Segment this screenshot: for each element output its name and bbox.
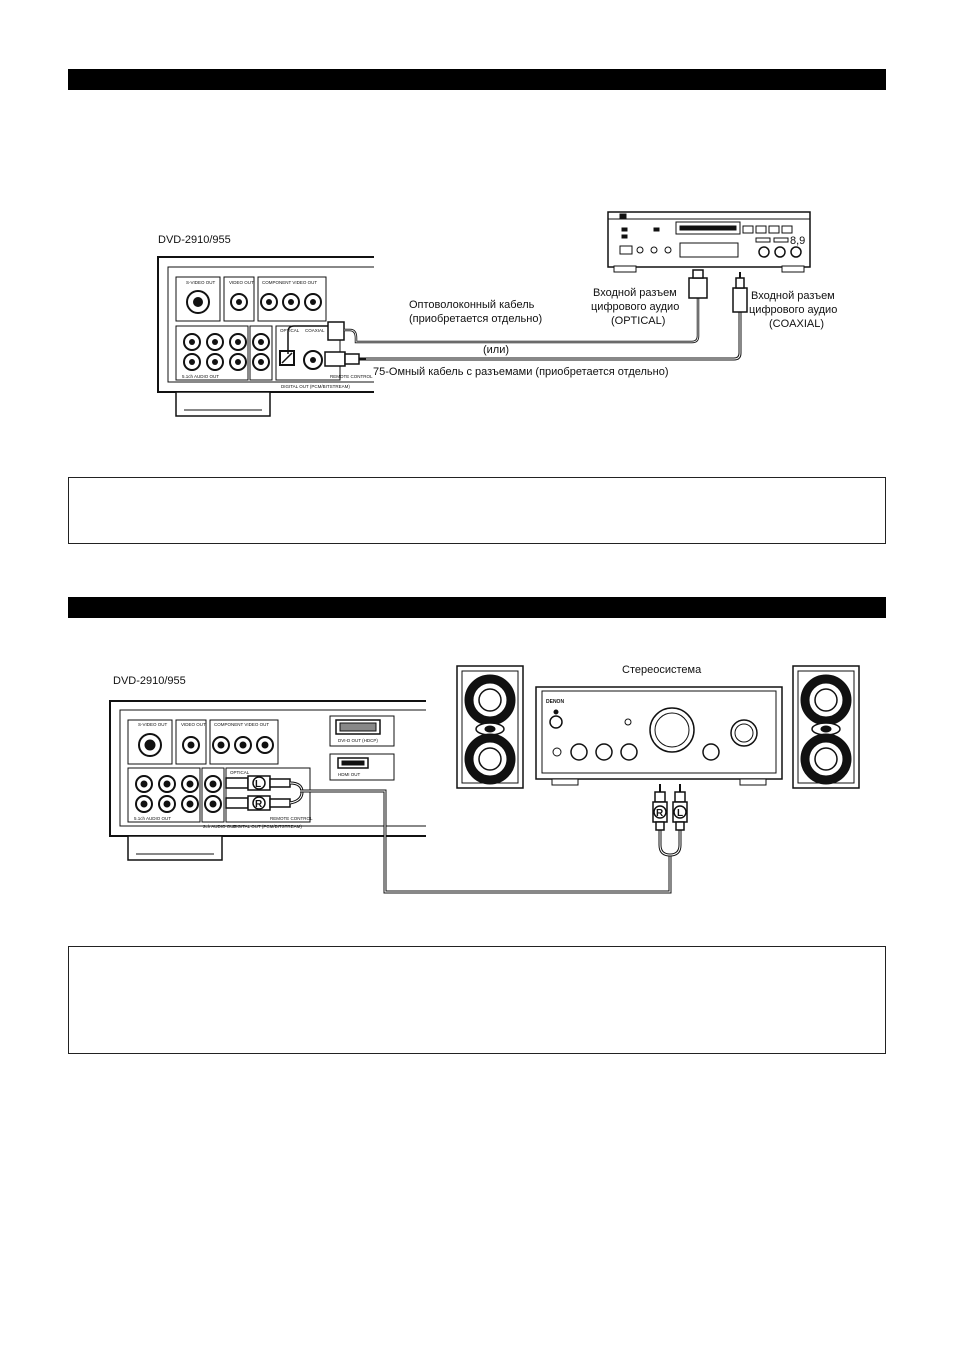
svg-text:REMOTE CONTROL: REMOTE CONTROL — [270, 816, 313, 821]
optical-input-label-3: (OPTICAL) — [611, 315, 665, 327]
player-jack-l: L — [255, 779, 261, 790]
optical-cable-label-1: Оптоволоконный кабель — [409, 299, 535, 311]
svg-text:S-VIDEO OUT: S-VIDEO OUT — [186, 280, 216, 285]
svg-text:HDMI OUT: HDMI OUT — [338, 772, 360, 777]
coaxial-cable — [324, 272, 748, 367]
svg-text:DVI-D OUT (HDCP): DVI-D OUT (HDCP) — [338, 738, 378, 743]
optical-cable — [287, 269, 708, 354]
dvd-model-label: DVD-2910/955 — [158, 234, 231, 246]
svg-text:2ch AUDIO OUT: 2ch AUDIO OUT — [203, 824, 237, 829]
audio-cable — [289, 781, 682, 894]
analog-stereo-diagram: DVD-2910/955 S-VIDEO OUT VIDEO OUT — [109, 664, 860, 894]
amplifier-brand: DENON — [546, 699, 564, 705]
dvd-player-rear: S-VIDEO OUT VIDEO OUT COMPONENT VIDEO OU… — [157, 256, 374, 417]
optical-input-label-2: цифрового аудио — [591, 301, 679, 313]
section-1-header-bar — [68, 69, 886, 90]
coaxial-input-label-1: Входной разъем — [751, 290, 835, 302]
note-box-2 — [68, 946, 886, 1054]
svg-text:REMOTE CONTROL: REMOTE CONTROL — [330, 374, 373, 379]
svg-text:OPTICAL: OPTICAL — [280, 328, 300, 333]
page-ref: 8,9 — [790, 235, 805, 247]
svg-text:DIGITAL OUT (PCM/BITSTREAM): DIGITAL OUT (PCM/BITSTREAM) — [233, 824, 302, 829]
rca-plugs-amplifier — [652, 784, 688, 831]
left-speaker — [456, 665, 524, 789]
amp-jack-l: L — [677, 808, 683, 819]
dvd-model-label-2: DVD-2910/955 — [113, 675, 186, 687]
optical-input-label-1: Входной разъем — [593, 287, 677, 299]
svg-text:COAXIAL: COAXIAL — [305, 328, 325, 333]
svg-text:VIDEO OUT: VIDEO OUT — [229, 280, 254, 285]
coaxial-input-label-3: (COAXIAL) — [769, 318, 824, 330]
svg-text:COMPONENT VIDEO OUT: COMPONENT VIDEO OUT — [262, 280, 317, 285]
dvd-player-rear-2 — [109, 700, 426, 861]
digital-audio-component — [607, 211, 811, 273]
stereo-amplifier — [535, 686, 783, 786]
note-box-1 — [68, 477, 886, 544]
svg-text:COMPONENT VIDEO OUT: COMPONENT VIDEO OUT — [214, 722, 269, 727]
svg-text:S-VIDEO OUT: S-VIDEO OUT — [138, 722, 168, 727]
section-2-header-bar — [68, 597, 886, 618]
stereo-system-label: Стереосистема — [622, 664, 702, 676]
svg-text:VIDEO OUT: VIDEO OUT — [181, 722, 206, 727]
svg-text:OPTICAL: OPTICAL — [230, 770, 250, 775]
coaxial-input-label-2: цифрового аудио — [749, 304, 837, 316]
svg-text:5.1ch AUDIO OUT: 5.1ch AUDIO OUT — [182, 374, 219, 379]
coax-cable-label: 75-Омный кабель с разъемами (приобретает… — [373, 366, 669, 378]
amp-jack-r: R — [656, 808, 664, 819]
svg-text:DIGITAL OUT (PCM/BITSTREAM): DIGITAL OUT (PCM/BITSTREAM) — [281, 384, 350, 389]
svg-text:5.1ch AUDIO OUT: 5.1ch AUDIO OUT — [134, 816, 171, 821]
optical-cable-label-2: (приобретается отдельно) — [409, 313, 542, 325]
player-jack-r: R — [255, 799, 263, 810]
right-speaker — [792, 665, 860, 789]
or-label: (или) — [483, 344, 509, 356]
digital-connection-diagram: DVD-2910/955 S-VIDEO OUT VIDEO OUT COMPO… — [157, 211, 837, 417]
